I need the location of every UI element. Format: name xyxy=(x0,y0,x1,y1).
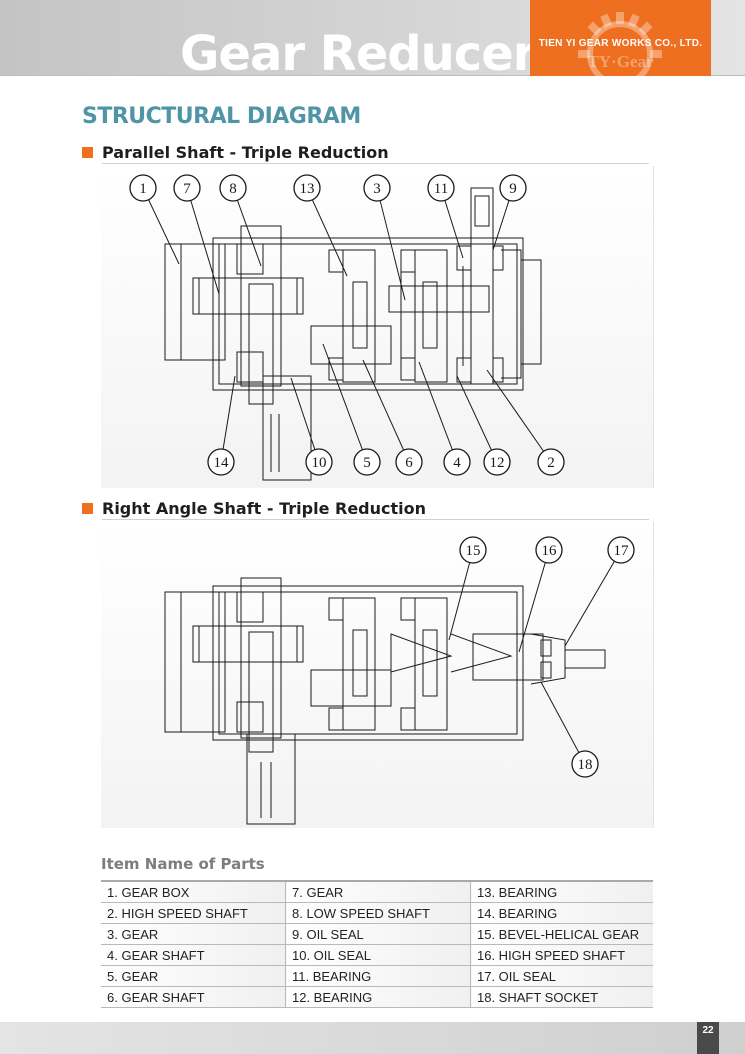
table-cell: 17. OIL SEAL xyxy=(470,965,653,987)
parallel-shaft-diagram: 1 7 8 13 3 11 9 14 10 5 6 4 1 xyxy=(101,166,654,488)
callouts-top: 15 16 17 xyxy=(459,536,635,564)
callout-label: 9 xyxy=(509,181,517,197)
table-cell: 9. OIL SEAL xyxy=(285,923,471,945)
parallel-shaft-drawing: 1 7 8 13 3 11 9 14 10 5 6 4 1 xyxy=(129,174,565,481)
company-brand-block: TIEN YI GEAR WORKS CO., LTD. TY·Gear xyxy=(530,0,711,76)
company-name: TIEN YI GEAR WORKS CO., LTD. xyxy=(538,38,703,49)
table-row: 4. GEAR SHAFT 10. OIL SEAL 16. HIGH SPEE… xyxy=(101,944,653,966)
callouts-bottom: 18 xyxy=(571,750,599,778)
bullet-square-icon xyxy=(82,503,93,514)
table-cell: 13. BEARING xyxy=(470,880,653,903)
table-cell: 18. SHAFT SOCKET xyxy=(470,986,653,1008)
header-divider xyxy=(0,75,745,76)
table-row: 6. GEAR SHAFT 12. BEARING 18. SHAFT SOCK… xyxy=(101,986,653,1008)
table-cell: 14. BEARING xyxy=(470,902,653,924)
table-row: 5. GEAR 11. BEARING 17. OIL SEAL xyxy=(101,965,653,987)
callout-label: 18 xyxy=(578,757,593,773)
callout-label: 10 xyxy=(312,455,327,471)
page-number: 22 xyxy=(702,1025,714,1036)
callout-label: 4 xyxy=(453,455,461,471)
callout-label: 6 xyxy=(405,455,413,471)
section-title: STRUCTURAL DIAGRAM xyxy=(82,104,361,129)
table-cell: 12. BEARING xyxy=(285,986,471,1008)
table-cell: 5. GEAR xyxy=(101,965,286,987)
callout-label: 3 xyxy=(373,181,381,197)
diagram-2-title: Right Angle Shaft - Triple Reduction xyxy=(102,499,427,518)
table-cell: 8. LOW SPEED SHAFT xyxy=(285,902,471,924)
callout-label: 1 xyxy=(139,181,147,197)
table-row: 2. HIGH SPEED SHAFT 8. LOW SPEED SHAFT 1… xyxy=(101,902,653,924)
callout-label: 15 xyxy=(466,543,481,559)
parts-heading: Item Name of Parts xyxy=(101,855,265,873)
callout-label: 12 xyxy=(490,455,505,471)
callout-label: 13 xyxy=(300,181,315,197)
table-cell: 3. GEAR xyxy=(101,923,286,945)
heading-rule xyxy=(102,519,649,520)
callouts-bottom: 14 10 5 6 4 12 2 xyxy=(207,448,565,476)
diagram-2-heading: Right Angle Shaft - Triple Reduction xyxy=(82,498,649,520)
parts-table: 1. GEAR BOX 7. GEAR 13. BEARING 2. HIGH … xyxy=(101,880,653,1008)
table-cell: 2. HIGH SPEED SHAFT xyxy=(101,902,286,924)
callout-label: 8 xyxy=(229,181,237,197)
table-row: 3. GEAR 9. OIL SEAL 15. BEVEL-HELICAL GE… xyxy=(101,923,653,945)
page-number-tab xyxy=(697,1022,719,1054)
callout-label: 2 xyxy=(547,455,555,471)
table-cell: 1. GEAR BOX xyxy=(101,880,286,903)
callout-label: 5 xyxy=(363,455,371,471)
callout-label: 11 xyxy=(434,181,448,197)
callout-label: 17 xyxy=(614,543,630,559)
heading-rule xyxy=(102,163,649,164)
callout-label: 16 xyxy=(542,543,558,559)
callout-label: 14 xyxy=(214,455,230,471)
page-title: Gear Reducer xyxy=(180,26,536,82)
page-footer xyxy=(0,1022,745,1054)
callouts-top: 1 7 8 13 3 11 9 xyxy=(129,174,527,202)
table-cell: 7. GEAR xyxy=(285,880,471,903)
table-cell: 6. GEAR SHAFT xyxy=(101,986,286,1008)
bullet-square-icon xyxy=(82,147,93,158)
diagram-1-heading: Parallel Shaft - Triple Reduction xyxy=(82,142,649,164)
table-cell: 4. GEAR SHAFT xyxy=(101,944,286,966)
table-row: 1. GEAR BOX 7. GEAR 13. BEARING xyxy=(101,880,653,903)
company-logo-text: TY·Gear xyxy=(587,52,654,71)
table-cell: 16. HIGH SPEED SHAFT xyxy=(470,944,653,966)
callout-label: 7 xyxy=(183,181,191,197)
table-cell: 10. OIL SEAL xyxy=(285,944,471,966)
table-cell: 15. BEVEL-HELICAL GEAR xyxy=(470,923,653,945)
table-cell: 11. BEARING xyxy=(285,965,471,987)
gear-logo-icon xyxy=(578,12,662,76)
diagram-1-title: Parallel Shaft - Triple Reduction xyxy=(102,143,389,162)
right-angle-shaft-drawing: 15 16 17 18 xyxy=(164,536,635,825)
right-angle-shaft-diagram: 15 16 17 18 xyxy=(101,522,654,828)
